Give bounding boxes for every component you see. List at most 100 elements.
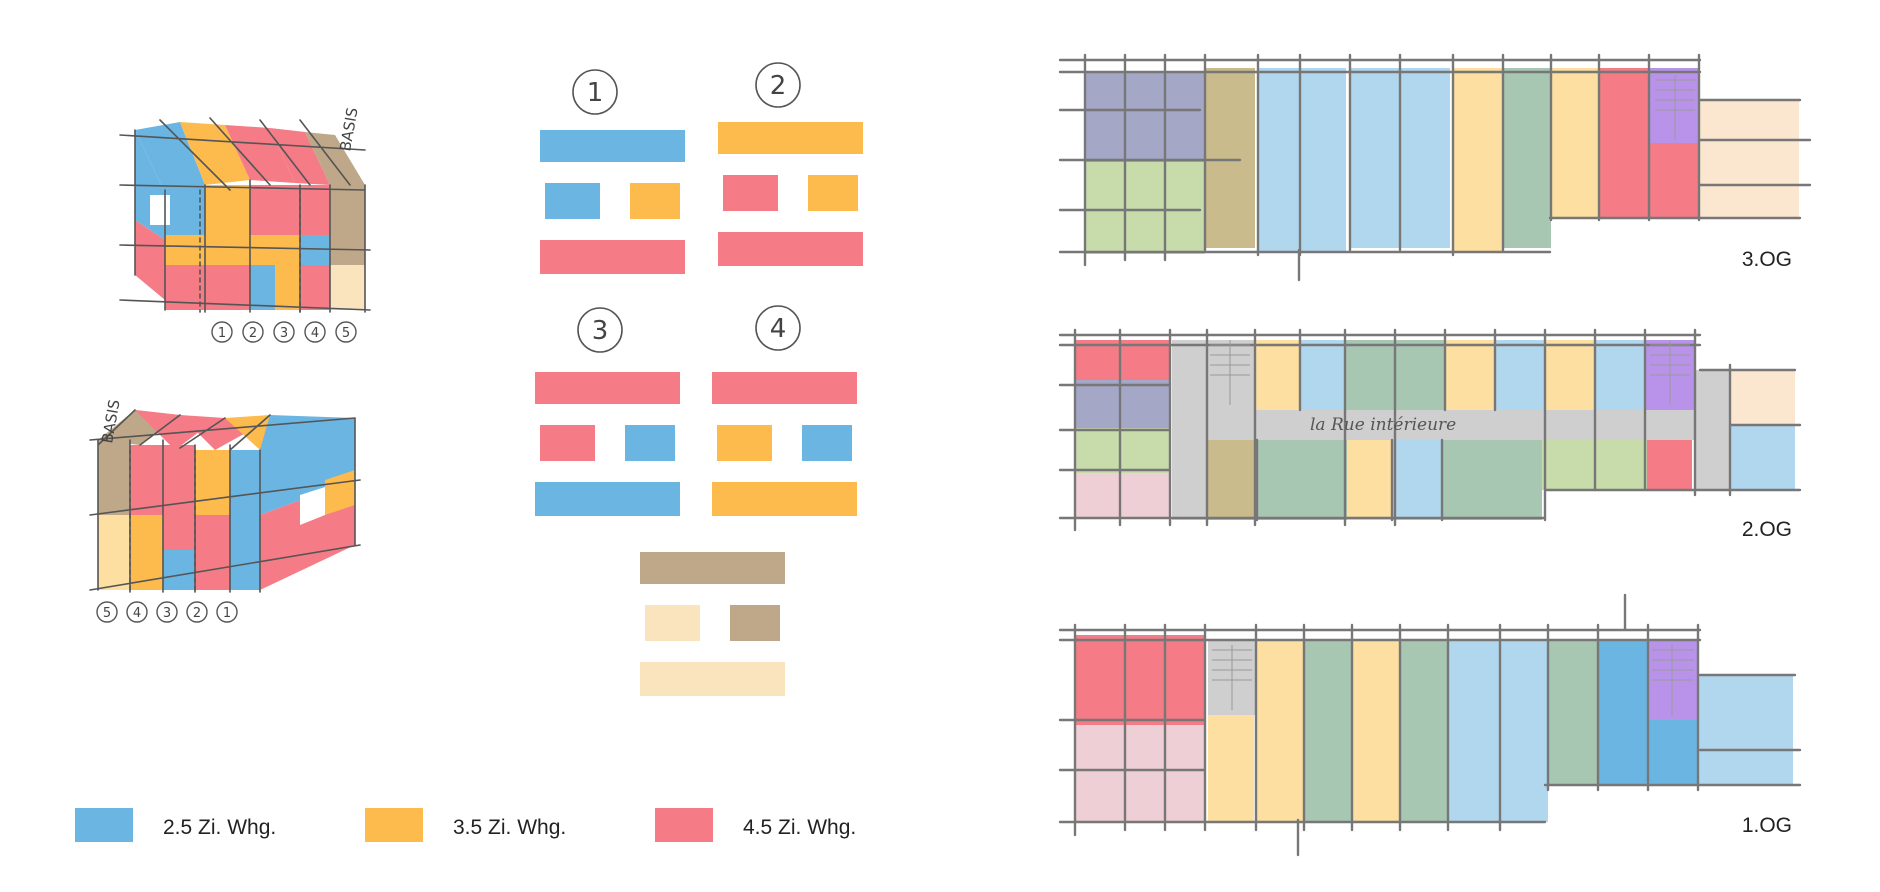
- front-cell: [250, 265, 275, 310]
- scheme-bar-bottom: [535, 482, 680, 516]
- scheme-block-left: [645, 605, 700, 641]
- scheme-block-right: [802, 425, 852, 461]
- front-cell: [205, 185, 250, 235]
- scheme-block-right: [730, 605, 780, 641]
- plan-unit: [1300, 340, 1345, 410]
- scheme-number-circle: [577, 307, 623, 353]
- window-opening: [150, 195, 170, 225]
- number-label: 5: [342, 326, 350, 341]
- plan-corridor: [1695, 370, 1730, 490]
- plan-unit: [1548, 640, 1598, 785]
- legend-swatch: [365, 808, 423, 842]
- scheme-bar-bottom: [640, 662, 785, 696]
- floor-plan-2og: la Rue intérieure 2.OG: [1058, 328, 1802, 541]
- plan-unit: [1448, 640, 1548, 822]
- roof-band-3: [225, 125, 295, 183]
- legend-item: 2.5 Zi. Whg.: [75, 808, 276, 842]
- plan-corridor: [1172, 340, 1207, 520]
- plan-unit: [1495, 340, 1545, 410]
- plan-unit: [1205, 68, 1255, 248]
- scheme-bar-bottom: [712, 482, 857, 516]
- right-face-top: [260, 418, 355, 515]
- legend-label: 3.5 Zi. Whg.: [453, 816, 566, 839]
- front-cell: [195, 450, 230, 515]
- number-circle: [242, 321, 264, 343]
- number-circle: [335, 321, 357, 343]
- number-circle: [211, 321, 233, 343]
- front-cell: [165, 235, 205, 265]
- scheme-bar-top: [712, 372, 857, 404]
- scheme-3: 3: [535, 307, 680, 516]
- scheme-bar-top: [535, 372, 680, 404]
- plan-unit: [1075, 428, 1170, 473]
- rue-interieure: [1207, 410, 1727, 440]
- scheme-block-left: [717, 425, 772, 461]
- front-cell: [130, 515, 163, 590]
- front-cell: [230, 450, 260, 590]
- scheme-block-left: [723, 175, 778, 211]
- scheme-number: 1: [587, 78, 604, 108]
- scheme-bar-top: [718, 122, 863, 154]
- plan-unit: [1453, 68, 1503, 253]
- plan-unit: [1445, 340, 1495, 410]
- front-cell: [130, 445, 163, 515]
- legend-swatch: [75, 808, 133, 842]
- plan-unit: [1551, 68, 1599, 218]
- plan-unit: [1258, 68, 1346, 253]
- front-cell: [300, 185, 330, 235]
- number-circle: [96, 601, 118, 623]
- plan-unit: [1257, 440, 1347, 520]
- street-label: la Rue intérieure: [1310, 415, 1456, 435]
- plan-unit: [1649, 143, 1699, 218]
- plan-unit: [1730, 425, 1795, 490]
- scheme-number-circle: [755, 62, 801, 108]
- number-circle: [304, 321, 326, 343]
- plan-unit: [1256, 640, 1304, 822]
- scheme-number: 3: [592, 316, 609, 346]
- plan-unit: [1400, 640, 1448, 822]
- scheme-5: [640, 552, 785, 696]
- number-label: 4: [133, 606, 141, 621]
- plan-unit: [1595, 340, 1645, 410]
- plan-unit: [1255, 340, 1300, 410]
- front-cell: [330, 265, 365, 310]
- scheme-number-circle: [572, 69, 618, 115]
- plan-unit: [1075, 340, 1170, 380]
- scheme-1: 1: [540, 69, 685, 274]
- number-label: 2: [193, 606, 201, 621]
- front-cell: [205, 265, 250, 310]
- front-cell: [330, 185, 365, 235]
- scheme-bar-top: [640, 552, 785, 584]
- legend: 2.5 Zi. Whg.3.5 Zi. Whg.4.5 Zi. Whg.: [75, 808, 856, 842]
- plan-unit: [1304, 640, 1352, 822]
- scheme-bar-top: [540, 130, 685, 162]
- scheme-block-right: [625, 425, 675, 461]
- plan-unit: [1698, 675, 1793, 785]
- number-label: 3: [163, 606, 171, 621]
- plan-unit: [1545, 340, 1595, 410]
- front-cell: [98, 515, 130, 590]
- plan-unit: [1075, 635, 1205, 725]
- legend-item: 3.5 Zi. Whg.: [365, 808, 566, 842]
- plan-unit: [1075, 380, 1170, 428]
- number-circle: [126, 601, 148, 623]
- front-cell: [300, 235, 330, 265]
- number-label: 4: [311, 326, 319, 341]
- plan-unit: [1392, 440, 1442, 520]
- plan-unit: [1599, 68, 1649, 218]
- front-cell: [98, 440, 130, 515]
- scheme-block-right: [808, 175, 858, 211]
- number-circle: [273, 321, 295, 343]
- plan-unit: [1699, 100, 1799, 218]
- plan-unit: [1647, 440, 1692, 490]
- front-cell: [163, 445, 195, 550]
- front-cell: [165, 185, 205, 235]
- roof-band-1: [135, 122, 205, 193]
- floor-label: 1.OG: [1742, 814, 1792, 837]
- plan-unit: [1208, 715, 1254, 822]
